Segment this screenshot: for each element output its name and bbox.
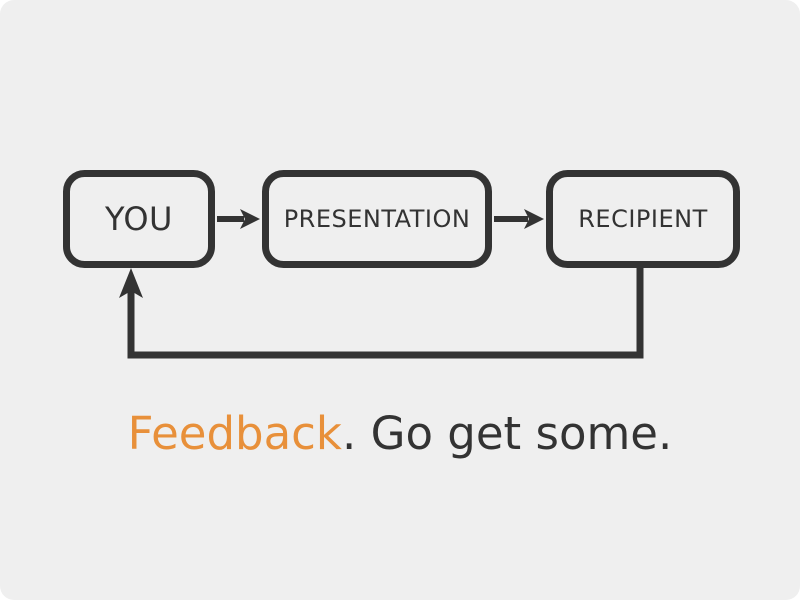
node-box-presentation[interactable] xyxy=(262,170,492,268)
node-label-presentation: PRESENTATION xyxy=(283,205,471,233)
caption-line: Feedback. Go get some. xyxy=(0,405,800,463)
node-box-you[interactable] xyxy=(63,170,215,268)
arrow-you-to-presentation-icon xyxy=(217,209,260,229)
caption-emphasis-word: Feedback xyxy=(127,407,342,460)
arrow-presentation-to-recipient-icon xyxy=(494,209,544,229)
node-label-you: YOU xyxy=(105,200,173,238)
caption-rest-text: . Go get some. xyxy=(341,407,673,460)
node-label-recipient: RECIPIENT xyxy=(578,205,708,233)
arrow-recipient-to-you-icon xyxy=(119,262,644,359)
